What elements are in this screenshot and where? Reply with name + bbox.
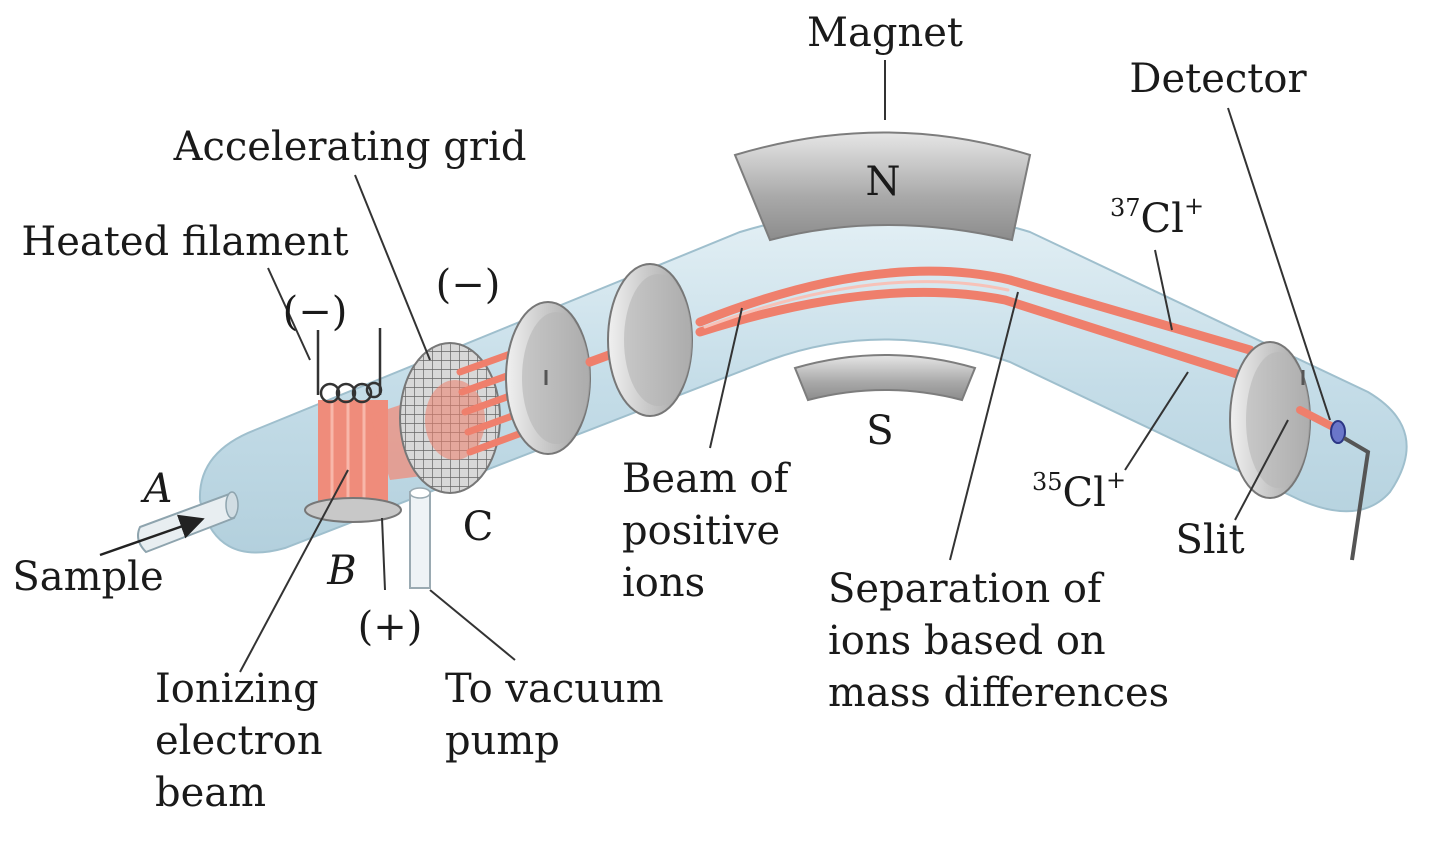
detector bbox=[1330, 420, 1371, 561]
leader-lines bbox=[99, 60, 1331, 673]
accelerating-grid-label: Accelerating grid bbox=[173, 124, 527, 170]
point-b-label: B bbox=[326, 548, 356, 594]
point-a-label: A bbox=[140, 466, 173, 512]
anode-charge-label: (+) bbox=[358, 604, 423, 650]
separation-label-line1: Separation of bbox=[828, 566, 1105, 612]
vacuum-port bbox=[409, 487, 431, 589]
point-c-label: C bbox=[463, 504, 494, 550]
focusing-plate-1 bbox=[505, 301, 591, 455]
magnet-south bbox=[793, 354, 977, 402]
slit-plate bbox=[1229, 341, 1311, 499]
cl37-charge: + bbox=[1184, 192, 1204, 220]
beam-label-line2: positive bbox=[622, 508, 780, 554]
vacuum-label-line2: pump bbox=[445, 718, 560, 764]
slit-label: Slit bbox=[1175, 517, 1244, 563]
ionizing-label-line3: beam bbox=[155, 770, 266, 816]
cl35-charge: + bbox=[1106, 466, 1126, 494]
magnet-north bbox=[733, 131, 1032, 242]
heated-filament bbox=[316, 328, 383, 404]
ionizing-label-line1: Ionizing bbox=[155, 666, 319, 712]
separation-label-line2: ions based on bbox=[828, 618, 1106, 664]
magnet-label: Magnet bbox=[807, 10, 963, 56]
ionizing-label-line2: electron bbox=[155, 718, 323, 764]
beam-label-line3: ions bbox=[622, 560, 705, 606]
beam-label-line1: Beam of bbox=[622, 456, 792, 502]
cl35-label: 35Cl+ bbox=[1032, 466, 1126, 516]
grid-glow bbox=[425, 380, 485, 460]
cl37-mass: 37 bbox=[1110, 194, 1141, 222]
north-pole-label: N bbox=[866, 159, 901, 205]
south-pole-label: S bbox=[866, 408, 893, 454]
grid-charge-label: (−) bbox=[436, 262, 501, 308]
cl35-symbol: Cl bbox=[1063, 470, 1106, 516]
ion-beams-separated bbox=[695, 266, 1255, 380]
sample-label: Sample bbox=[12, 554, 163, 600]
heated-filament-label: Heated filament bbox=[21, 219, 348, 265]
separation-label-line3: mass differences bbox=[828, 670, 1169, 716]
cl35-mass: 35 bbox=[1032, 468, 1063, 496]
cl37-symbol: Cl bbox=[1141, 196, 1184, 242]
vacuum-label-line1: To vacuum bbox=[445, 666, 664, 712]
detected-beam bbox=[1296, 406, 1339, 432]
cl37-label: 37Cl+ bbox=[1110, 192, 1204, 242]
detector-label: Detector bbox=[1129, 56, 1307, 102]
filament-charge-label: (−) bbox=[283, 289, 348, 335]
focusing-plate-2 bbox=[607, 263, 693, 417]
